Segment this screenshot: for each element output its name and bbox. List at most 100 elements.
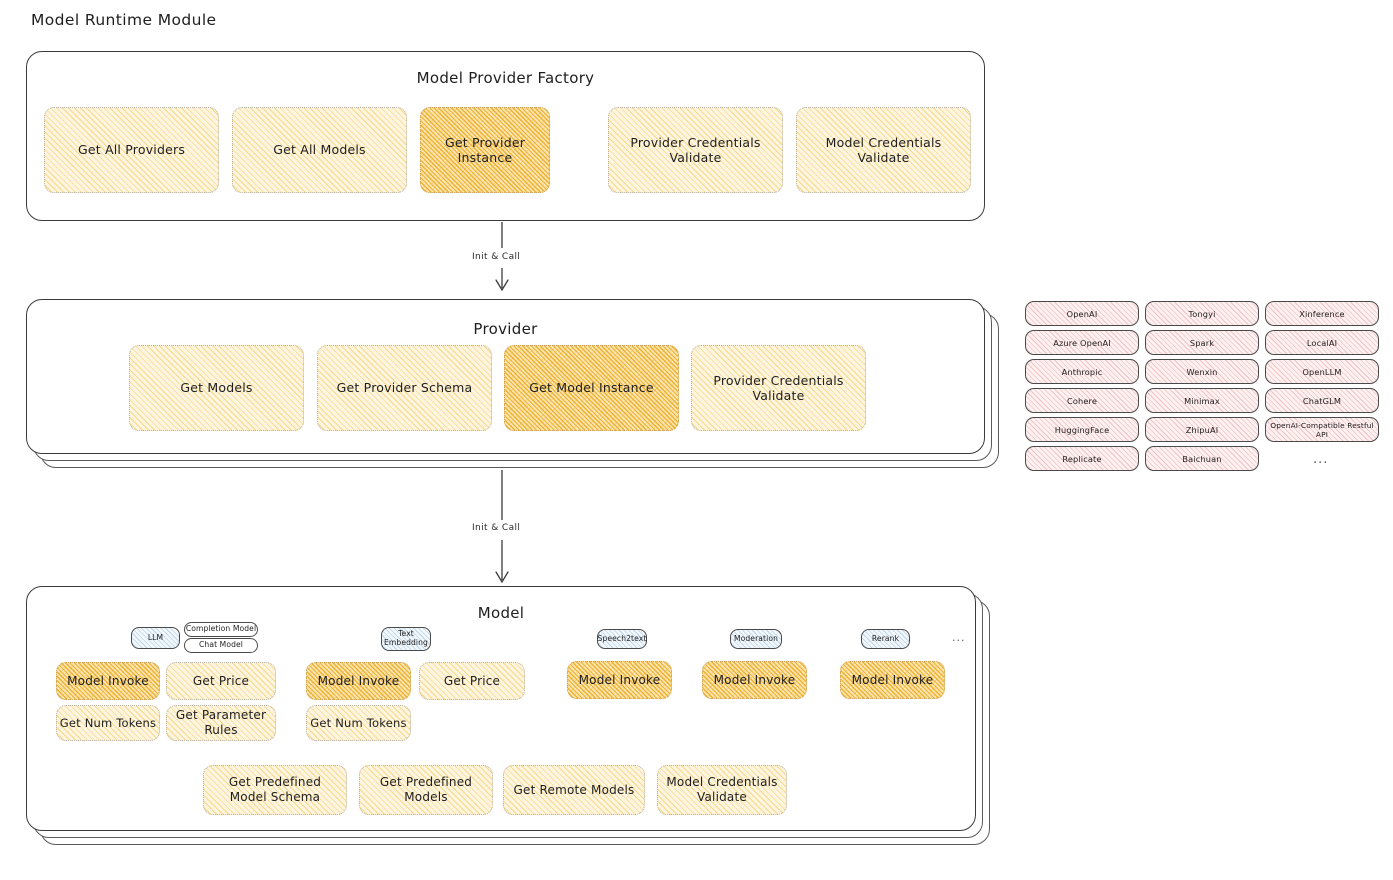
node-label: Model Invoke [713, 672, 796, 687]
node-get-remote-models[interactable]: Get Remote Models [503, 765, 645, 815]
chip-provider-replicate[interactable]: Replicate [1025, 446, 1139, 471]
chip-label: HuggingFace [1054, 424, 1110, 435]
node-model-credentials-validate-3[interactable]: Model Credentials Validate [657, 765, 787, 815]
badge-model-type-rerank[interactable]: Rerank [861, 629, 910, 649]
chip-provider-huggingface[interactable]: HuggingFace [1025, 417, 1139, 442]
chip-provider-cohere[interactable]: Cohere [1025, 388, 1139, 413]
node-get-predefined-model-schema[interactable]: Get Predefined Model Schema [203, 765, 347, 815]
chip-label: Cohere [1066, 395, 1098, 406]
chip-label: LocalAI [1306, 337, 1338, 348]
node-get-predefined-models[interactable]: Get Predefined Models [359, 765, 493, 815]
chip-provider-anthropic[interactable]: Anthropic [1025, 359, 1139, 384]
node-label: Get Num Tokens [59, 715, 157, 730]
node-rerank-model-invoke[interactable]: Model Invoke [840, 661, 945, 699]
badge-model-type-text-embedding[interactable]: Text Embedding [381, 627, 431, 651]
chip-label: OpenLLM [1302, 366, 1342, 377]
chip-provider-minimax[interactable]: Minimax [1145, 388, 1259, 413]
node-get-models[interactable]: Get Models [129, 345, 304, 431]
badge-label: Rerank [871, 633, 900, 643]
badge-label: Speech2text [597, 633, 647, 643]
node-text-embedding-get-price[interactable]: Get Price [419, 662, 525, 700]
chip-provider-openai-compatible-restful-api[interactable]: OpenAI-Compatible Restful API [1265, 417, 1379, 442]
chip-label: Replicate [1062, 453, 1102, 464]
node-get-provider-schema[interactable]: Get Provider Schema [317, 345, 492, 431]
node-label: Model Credentials Validate [825, 134, 942, 165]
node-get-provider-instance[interactable]: Get Provider Instance [420, 107, 550, 193]
chip-label: OpenAI-Compatible Restful API [1270, 420, 1374, 439]
page-title: Model Runtime Module [31, 11, 217, 29]
panel-title-provider: Provider [473, 320, 538, 338]
chip-provider-baichuan[interactable]: Baichuan [1145, 446, 1259, 471]
node-get-all-providers[interactable]: Get All Providers [44, 107, 219, 193]
chip-provider-openai[interactable]: OpenAI [1025, 301, 1139, 326]
chip-provider-chatglm[interactable]: ChatGLM [1265, 388, 1379, 413]
badge-model-type-llm[interactable]: LLM [131, 627, 180, 649]
badge-model-type-moderation[interactable]: Moderation [730, 629, 782, 649]
node-label: Model Invoke [67, 673, 149, 688]
node-get-model-instance[interactable]: Get Model Instance [504, 345, 679, 431]
badge-label: Text Embedding [384, 629, 428, 647]
node-label: Provider Credentials Validate [630, 134, 761, 165]
node-get-all-models[interactable]: Get All Models [232, 107, 407, 193]
chip-provider-tongyi[interactable]: Tongyi [1145, 301, 1259, 326]
model-types-more-indicator: ... [952, 631, 966, 644]
chip-provider-azure-openai[interactable]: Azure OpenAI [1025, 330, 1139, 355]
chip-provider-xinference[interactable]: Xinference [1265, 301, 1379, 326]
node-label: Get Parameter Rules [175, 708, 267, 737]
badge-label: Completion Model [185, 624, 257, 634]
node-llm-get-parameter-rules[interactable]: Get Parameter Rules [166, 705, 276, 741]
node-label: Model Credentials Validate [666, 775, 778, 804]
chip-provider-openllm[interactable]: OpenLLM [1265, 359, 1379, 384]
edge-label-init-and-call-2: Init & Call [472, 523, 521, 533]
node-speech2text-model-invoke[interactable]: Model Invoke [567, 661, 672, 699]
node-label: Get Models [180, 380, 253, 396]
node-llm-model-invoke[interactable]: Model Invoke [56, 662, 160, 700]
node-label: Get Price [192, 673, 250, 688]
node-label: Get Predefined Model Schema [228, 775, 322, 804]
node-label: Get Provider Schema [336, 380, 473, 396]
node-label: Get Remote Models [513, 782, 635, 797]
node-text-embedding-get-num-tokens[interactable]: Get Num Tokens [306, 705, 411, 741]
chip-label: Minimax [1184, 395, 1220, 406]
badge-label: Chat Model [199, 640, 243, 650]
node-text-embedding-model-invoke[interactable]: Model Invoke [306, 662, 411, 700]
provider-list-more-indicator: ... [1313, 452, 1329, 467]
node-label: Model Invoke [851, 672, 934, 687]
chip-label: ChatGLM [1302, 395, 1342, 406]
chip-label: Tongyi [1188, 308, 1216, 319]
badge-label: Moderation [733, 633, 778, 643]
chip-label: ZhipuAI [1185, 424, 1219, 435]
node-moderation-model-invoke[interactable]: Model Invoke [702, 661, 807, 699]
node-label: Model Invoke [317, 673, 400, 688]
chip-provider-localai[interactable]: LocalAI [1265, 330, 1379, 355]
chip-provider-wenxin[interactable]: Wenxin [1145, 359, 1259, 384]
node-label: Get Price [443, 673, 501, 688]
node-provider-credentials-validate-2[interactable]: Provider Credentials Validate [691, 345, 866, 431]
badge-llm-chat-model[interactable]: Chat Model [184, 638, 258, 653]
node-label: Model Invoke [578, 672, 661, 687]
node-label: Provider Credentials Validate [713, 372, 844, 403]
badge-model-type-speech2text[interactable]: Speech2text [597, 629, 647, 649]
node-model-credentials-validate[interactable]: Model Credentials Validate [796, 107, 971, 193]
chip-label: OpenAI [1066, 308, 1098, 319]
badge-llm-completion-model[interactable]: Completion Model [184, 622, 258, 637]
chip-label: Wenxin [1186, 366, 1218, 377]
node-label: Get All Providers [77, 142, 186, 158]
chip-label: Azure OpenAI [1053, 337, 1111, 348]
panel-title-model: Model [477, 604, 525, 622]
node-label: Get Num Tokens [310, 715, 407, 730]
chip-label: Anthropic [1061, 366, 1103, 377]
node-llm-get-num-tokens[interactable]: Get Num Tokens [56, 705, 160, 741]
chip-provider-zhipuai[interactable]: ZhipuAI [1145, 417, 1259, 442]
node-label: Get Predefined Models [379, 775, 473, 804]
chip-label: Spark [1189, 337, 1215, 348]
chip-provider-spark[interactable]: Spark [1145, 330, 1259, 355]
node-provider-credentials-validate[interactable]: Provider Credentials Validate [608, 107, 783, 193]
edge-label-init-and-call-1: Init & Call [472, 252, 521, 262]
badge-label: LLM [147, 632, 164, 642]
node-label: Get Model Instance [529, 380, 654, 396]
node-llm-get-price[interactable]: Get Price [166, 662, 276, 700]
node-label: Get Provider Instance [444, 134, 526, 165]
panel-title-model-provider-factory: Model Provider Factory [416, 69, 595, 87]
